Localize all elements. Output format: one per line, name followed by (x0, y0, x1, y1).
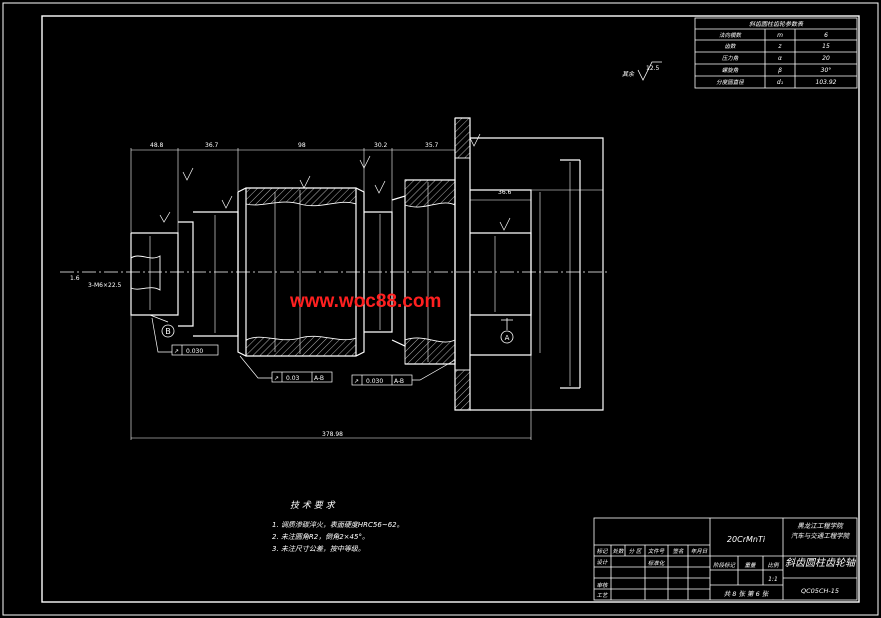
tol-3-ref: A-B (394, 378, 404, 385)
tol-3-symbol: ↗ (354, 378, 359, 385)
roughness-value: 12.5 (646, 65, 660, 72)
tb-school: 黑龙江工程学院 (797, 522, 844, 530)
tb-stage-label: 阶段标记 (713, 562, 736, 569)
tech-requirement-item: 2. 未注圆角R2，倒角2×45°。 (272, 533, 369, 541)
param-name: 压力角 (722, 55, 739, 62)
tb-header: 文件号 (648, 548, 665, 555)
datum-a-marker (500, 318, 514, 344)
param-symbol: α (778, 55, 782, 62)
tb-drawing-no: QC05CH-15 (801, 587, 839, 595)
svg-text:1.6: 1.6 (70, 275, 80, 282)
param-name: 螺旋角 (722, 67, 739, 74)
tb-row-label: 工艺 (596, 592, 609, 599)
tolerance-frame-2 (239, 355, 333, 383)
length-dimensions (130, 148, 603, 440)
tb-material: 20CrMnTi (727, 535, 766, 544)
diameter-dimensions (149, 162, 571, 386)
param-value: 103.92 (816, 79, 837, 86)
roughness-label: 其余 (622, 70, 635, 78)
tol-2-value: 0.03 (286, 375, 300, 382)
tech-requirement-item: 3. 未注尺寸公差，按中等级。 (272, 545, 365, 553)
datum-b-label: B (165, 327, 171, 336)
gear-parameter-table (694, 17, 858, 89)
dimension-labels: 48.8 36.7 98 30.2 35.7 36.6 1.6 3-M6×22.… (70, 142, 512, 289)
total-length-dimension: 378.98 (322, 431, 343, 438)
tol-1-symbol: ↗ (174, 348, 179, 355)
section-hatching (130, 117, 471, 411)
tol-2-symbol: ↗ (274, 375, 279, 382)
title-block (593, 517, 858, 601)
datum-a-label: A (505, 334, 510, 342)
tb-header: 分 区 (629, 548, 643, 555)
tb-header: 处数 (612, 548, 625, 555)
svg-text:30.2: 30.2 (374, 142, 388, 149)
tol-1-value: 0.030 (186, 348, 203, 355)
param-symbol: β (778, 67, 782, 74)
param-symbol: m (777, 32, 783, 39)
tech-requirement-item: 1. 调质渗碳淬火，表面硬度HRC56~62。 (272, 521, 404, 529)
surface-roughness-marks (159, 133, 511, 231)
param-name: 齿数 (724, 43, 737, 50)
param-symbol: d₁ (777, 79, 784, 86)
tb-row-label: 审核 (596, 582, 609, 589)
tb-header: 签名 (672, 548, 684, 555)
param-name: 法向模数 (719, 32, 743, 39)
svg-text:36.6: 36.6 (498, 189, 512, 196)
tb-part-name: 斜齿圆柱齿轮轴 (785, 557, 856, 569)
tb-department: 汽车与交通工程学院 (791, 532, 851, 540)
drawing-border (41, 15, 860, 603)
param-value: 6 (824, 32, 828, 39)
param-value: 30° (821, 67, 832, 74)
tb-row-label: 设计 (596, 559, 608, 566)
svg-text:98: 98 (298, 142, 306, 149)
tol-2-ref: A-B (314, 375, 324, 382)
tb-header: 年月日 (691, 548, 708, 555)
watermark: www.woc88.com (289, 291, 441, 312)
datum-b-marker (149, 314, 175, 338)
param-value: 15 (822, 43, 830, 50)
tech-requirements-title: 技 术 要 求 (290, 500, 336, 511)
svg-text:35.7: 35.7 (425, 142, 439, 149)
tb-header: 标记 (596, 548, 608, 555)
svg-text:48.8: 48.8 (150, 142, 164, 149)
tb-scale: 1:1 (768, 576, 778, 583)
roughness-symbol (637, 61, 662, 81)
param-table-title: 斜齿圆柱齿轮参数表 (749, 20, 804, 28)
tolerance-frame-3 (351, 359, 456, 386)
svg-text:3-M6×22.5: 3-M6×22.5 (88, 282, 122, 289)
param-value: 20 (822, 55, 830, 62)
tolerance-frame-1 (151, 317, 219, 356)
param-name: 分度圆直径 (716, 79, 744, 86)
tb-sheet: 共 8 张 第 6 张 (724, 590, 770, 598)
tb-weight-label: 重量 (744, 562, 756, 569)
svg-text:36.7: 36.7 (205, 142, 219, 149)
tb-std-label: 标准化 (648, 560, 666, 567)
tb-scale-label: 比例 (767, 562, 780, 569)
param-symbol: z (777, 43, 782, 50)
tol-3-value: 0.030 (366, 378, 383, 385)
